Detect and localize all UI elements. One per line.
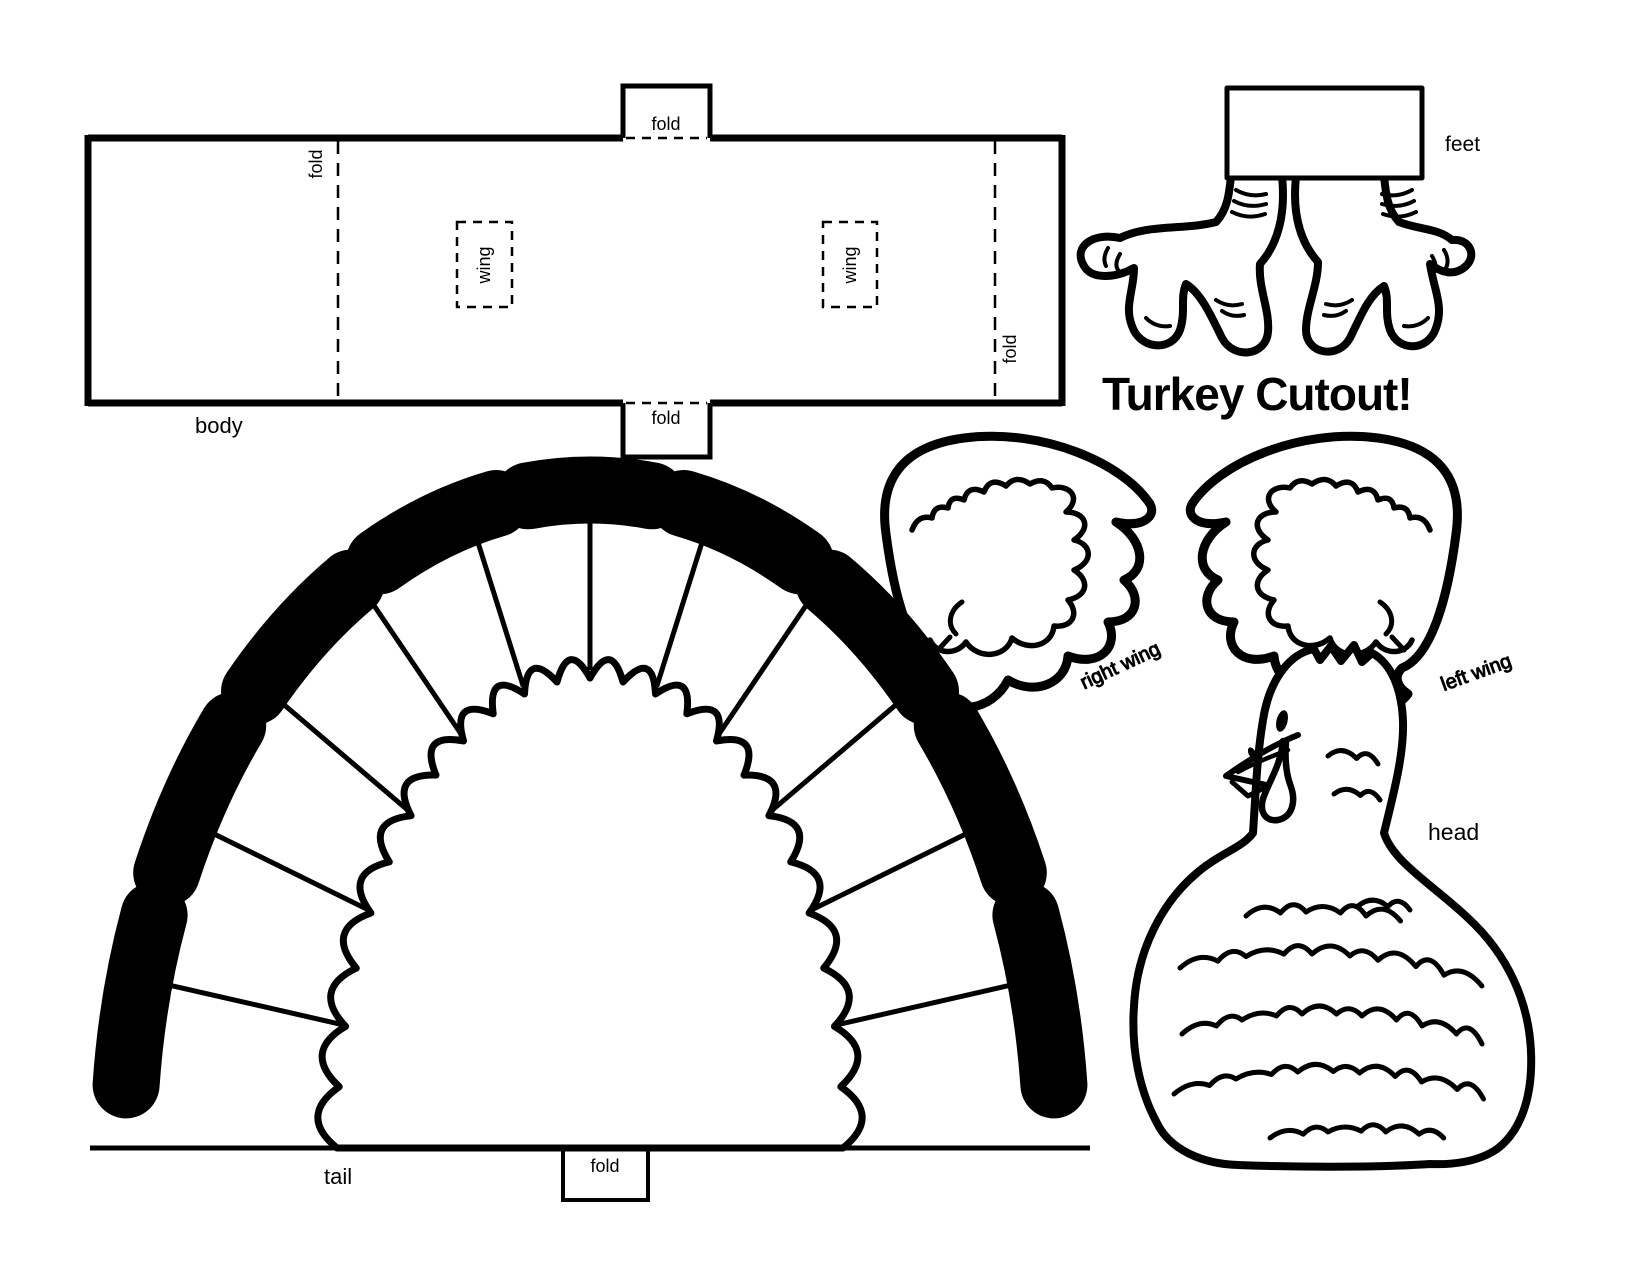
outer-feather-segment [650,470,834,595]
feather-squiggle-row [1267,1122,1447,1141]
radial-line [471,529,526,688]
tail-radial-lines [156,508,1024,1027]
left-foot [1076,172,1287,357]
radial-line [716,592,817,736]
feather-squiggle-row [1355,897,1413,913]
tail-piece: fold tail [90,456,1090,1202]
body-outline [84,134,1066,407]
outer-feather-segment [795,549,959,725]
beak [1223,732,1301,799]
outer-feather-segment [221,549,385,725]
tail-outer-band [92,456,1088,1119]
fold-line-left: fold [306,141,340,401]
eye [1276,710,1288,732]
outer-feather-segment [346,470,530,595]
fold-tab-top: fold [620,83,713,140]
radial-line [363,592,464,736]
right-wing-feathers [909,476,1091,658]
head-piece: head [1129,641,1536,1171]
feet-label: feet [1445,133,1480,156]
head-label: head [1428,819,1479,845]
tail-label: tail [324,1164,352,1189]
page-title: Turkey Cutout! [1102,368,1412,420]
feet-band [1224,85,1425,181]
fold-tab-tail: fold [561,1146,650,1202]
scallop-dome [314,656,866,1152]
body-label: body [195,413,243,438]
left-wing-label: left wing [1438,650,1514,696]
fold-tab-tail-label: fold [590,1156,619,1176]
right-wing-curl [935,599,965,653]
right-wing-shape [880,431,1157,713]
fold-line-right-label: fold [1000,334,1020,363]
outer-feather-segment [913,692,1047,907]
wing-slot-right-label: wing [840,246,860,284]
feet-piece: feet [1076,85,1480,357]
outer-feather-segment [92,881,188,1119]
feather-squiggles [1171,748,1486,1141]
wattle [1258,737,1297,824]
radial-line [156,979,342,1027]
radial-line [812,825,980,912]
tail-inner-dome [314,656,866,1152]
body-panel: fold fold fold fold wing wing body [84,83,1066,460]
fold-tab-bottom: fold [620,401,713,460]
feather-squiggle-row [1177,943,1485,989]
fold-line-left-label: fold [306,149,326,178]
wing-slot-left-label: wing [474,246,494,284]
outer-feather-segment [494,456,686,530]
feather-squiggle-row [1331,786,1383,803]
fold-tab-top-label: fold [651,114,680,134]
left-wing-shape [1185,431,1462,713]
feather-squiggle-row [1171,1061,1486,1102]
radial-line [271,693,410,812]
feather-squiggle-row [1243,902,1403,924]
radial-line [200,825,368,912]
wing-slot-right: wing [821,220,879,309]
feather-squiggle-row [1325,748,1381,767]
feather-squiggle-row [1179,1003,1485,1047]
outer-feather-segment [133,692,267,907]
left-wing-piece: left wing [1185,431,1515,713]
left-wing-curl [1377,599,1407,653]
radial-line [838,979,1024,1027]
wing-slot-left: wing [455,220,514,309]
radial-line [654,529,709,688]
outer-feather-segment [992,881,1088,1119]
left-wing-feathers [1251,476,1433,658]
right-foot [1291,172,1476,356]
fold-tab-bottom-label: fold [651,408,680,428]
radial-line [770,693,909,812]
fold-line-right: fold [993,141,1020,401]
